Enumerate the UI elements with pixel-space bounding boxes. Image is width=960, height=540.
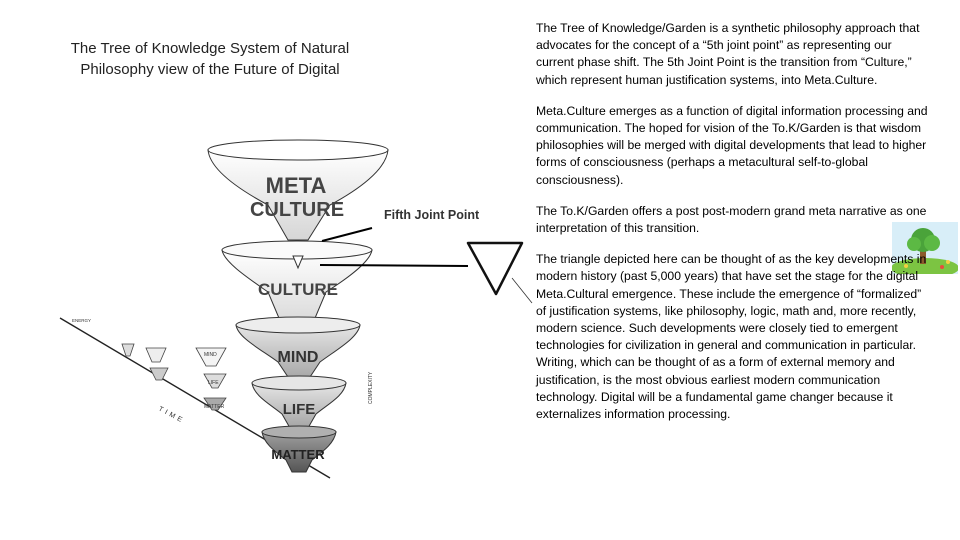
paragraph-triangle: The triangle depicted here can be though… xyxy=(536,251,928,423)
funnel-label-culture: CULTURE xyxy=(258,280,338,299)
funnel-label-matter: MATTER xyxy=(271,447,325,462)
mini-label-matter: MATTER xyxy=(204,404,225,410)
funnel-label-metaculture: CULTURE xyxy=(250,199,344,221)
paragraph-grand-narrative: The To.K/Garden offers a post post-moder… xyxy=(536,203,928,237)
triangle-pointer xyxy=(320,265,468,266)
mini-label-mind: MIND xyxy=(204,352,217,358)
fifth-joint-point-label: Fifth Joint Point xyxy=(384,208,479,222)
paragraph-metaculture: Meta.Culture emerges as a function of di… xyxy=(536,103,928,189)
triangle-to-text-connector xyxy=(512,278,532,303)
fifth-joint-pointer xyxy=(322,228,372,241)
explanation-text: The Tree of Knowledge/Garden is a synthe… xyxy=(536,20,928,437)
mini-label-life: LIFE xyxy=(208,380,219,386)
funnel-label-meta: META xyxy=(266,173,327,198)
key-developments-triangle xyxy=(468,243,522,294)
funnel-label-mind: MIND xyxy=(278,349,319,366)
axis-label-complexity: COMPLEXITY xyxy=(368,371,374,404)
funnel-label-life: LIFE xyxy=(283,401,316,418)
paragraph-fifth-joint-point: The Tree of Knowledge/Garden is a synthe… xyxy=(536,20,928,89)
mini-label-energy: ENERGY xyxy=(72,318,91,323)
axis-label-time: TIME xyxy=(157,406,186,426)
